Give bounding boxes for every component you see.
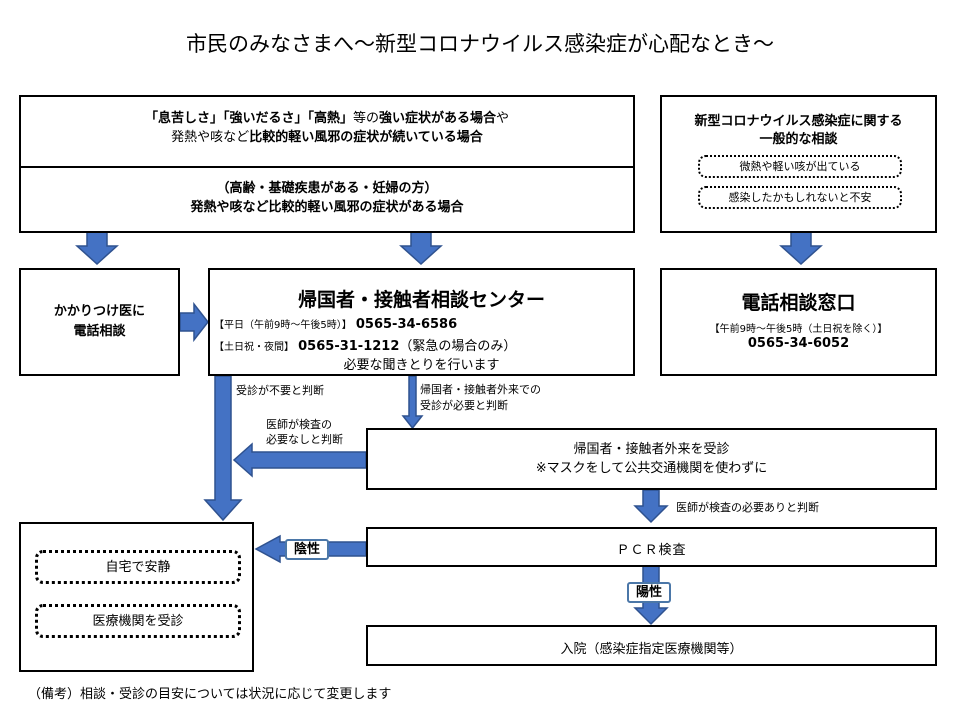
outpatient-box: 帰国者・接触者外来を受診 ※マスクをして公共交通機関を使わずに <box>366 428 937 490</box>
not-needed-label: 受診が不要と判断 <box>236 384 324 397</box>
page-title: 市民のみなさまへ～新型コロナウイルス感染症が心配なとき～ <box>186 32 774 56</box>
severe-symptoms-line1: 「息苦しさ」「強いだるさ」「高熱」等の強い症状がある場合や <box>144 111 510 126</box>
needed-label: 帰国者・接触者外来での 受診が必要と判断 <box>420 383 541 412</box>
family-doctor-box: かかりつけ医に 電話相談 <box>19 268 180 376</box>
symptoms-box: 「息苦しさ」「強いだるさ」「高熱」等の強い症状がある場合や 発熱や咳など比較的軽… <box>19 95 635 233</box>
family-doctor-text: かかりつけ医に 電話相談 <box>53 304 146 339</box>
consultation-center-title: 帰国者・接触者相談センター <box>297 289 545 311</box>
visit-clinic-item: 医療機関を受診 <box>35 604 241 638</box>
severe-symptoms-section: 「息苦しさ」「強いだるさ」「高熱」等の強い症状がある場合や 発熱や咳など比較的軽… <box>21 109 633 147</box>
holiday-line: 【土日祝・夜間】 0565-31-1212（緊急の場合のみ） <box>214 339 517 354</box>
arrow-no-test-left <box>232 442 367 478</box>
phone-window-title: 電話相談窓口 <box>741 292 856 314</box>
negative-badge: 陰性 <box>285 539 329 560</box>
high-risk-line1: （高齢・基礎疾患がある・妊婦の方） <box>216 181 438 196</box>
positive-badge: 陽性 <box>627 582 671 603</box>
arrow-not-needed-down <box>203 375 243 522</box>
test-needed-label: 医師が検査の必要ありと判断 <box>676 501 819 514</box>
phone-window-number: 0565-34-6052 <box>747 336 850 351</box>
hospital-box: 入院（感染症指定医療機関等） <box>366 625 937 666</box>
phone-window-box: 電話相談窓口 【午前9時～午後5時（土日祝を除く）】 0565-34-6052 <box>660 268 937 376</box>
high-risk-line2: 発熱や咳など比較的軽い風邪の症状がある場合 <box>190 200 464 215</box>
weekday-line: 【平日（午前9時～午後5時）】 0565-34-6586 <box>214 317 458 332</box>
mild-fever-item: 微熱や軽い咳が出ている <box>698 155 902 178</box>
anxiety-item: 感染したかもしれないと不安 <box>698 186 902 209</box>
hospital-text: 入院（感染症指定医療機関等） <box>560 642 743 657</box>
general-consultation-box: 新型コロナウイルス感染症に関する 一般的な相談 微熱や軽い咳が出ている 感染した… <box>660 95 937 233</box>
rest-at-home-item: 自宅で安静 <box>35 550 241 584</box>
outpatient-text: 帰国者・接触者外来を受診 ※マスクをして公共交通機関を使わずに <box>535 442 768 476</box>
pcr-text: ＰＣＲ検査 <box>616 543 687 558</box>
arrow-to-pcr <box>633 489 669 524</box>
symptoms-divider <box>21 166 633 168</box>
pcr-box: ＰＣＲ検査 <box>366 527 937 567</box>
arrow-to-family-doctor <box>75 231 119 266</box>
arrow-needed-down <box>401 375 424 430</box>
phone-window-hours: 【午前9時～午後5時（土日祝を除く）】 <box>709 324 888 335</box>
severe-symptoms-line2: 発熱や咳など比較的軽い風邪の症状が続いている場合 <box>171 130 483 145</box>
hearing-note: 必要な聞きとりを行います <box>343 358 500 373</box>
arrow-to-phone-window <box>779 231 823 266</box>
remarks-note: （備考）相談・受診の目安については状況に応じて変更します <box>28 687 392 702</box>
general-consultation-title: 新型コロナウイルス感染症に関する 一般的な相談 <box>694 114 903 147</box>
no-test-label: 医師が検査の 必要なしと判断 <box>266 418 343 446</box>
consultation-center-box: 帰国者・接触者相談センター 【平日（午前9時～午後5時）】 0565-34-65… <box>208 268 635 376</box>
high-risk-section: （高齢・基礎疾患がある・妊婦の方） 発熱や咳など比較的軽い風邪の症状がある場合 <box>21 179 633 217</box>
home-outcome-box: 自宅で安静 医療機関を受診 <box>19 522 254 672</box>
arrow-to-center <box>399 231 443 266</box>
arrow-doctor-to-center <box>179 301 209 343</box>
